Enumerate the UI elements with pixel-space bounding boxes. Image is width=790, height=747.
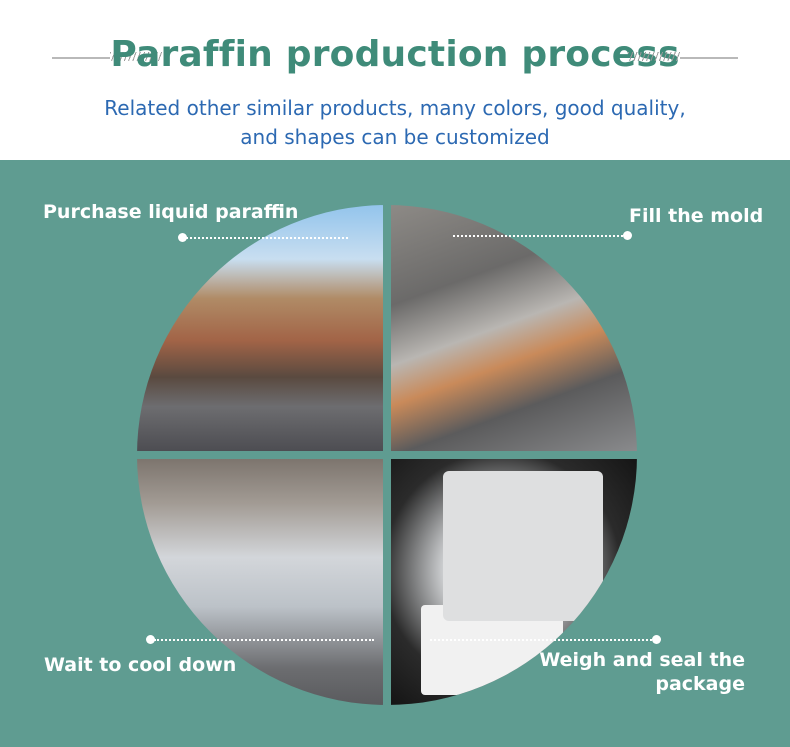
page-subtitle: Related other similar products, many col… bbox=[0, 94, 790, 152]
step-marker-dot bbox=[178, 233, 187, 242]
left-rule-line bbox=[52, 57, 110, 59]
step-label-weigh-seal-line-1: Weigh and seal the bbox=[539, 649, 745, 671]
left-rule-hatch bbox=[110, 52, 162, 61]
paraffin-block bbox=[443, 471, 603, 621]
page-title: Paraffin production process bbox=[110, 34, 680, 75]
step-label-weigh-seal: Weigh and seal the package bbox=[520, 648, 745, 696]
step-connector-line bbox=[154, 639, 374, 641]
filling-machine-photo bbox=[391, 205, 637, 451]
subtitle-line-2: and shapes can be customized bbox=[240, 125, 550, 149]
step-label-weigh-seal-line-2: package bbox=[655, 673, 745, 695]
step-label-cool-down: Wait to cool down bbox=[44, 654, 237, 676]
process-photo-circle bbox=[137, 205, 637, 705]
subtitle-line-1: Related other similar products, many col… bbox=[104, 96, 686, 120]
right-rule-line bbox=[680, 57, 738, 59]
paraffin-block-on-scale-photo bbox=[391, 459, 637, 705]
step-marker-dot bbox=[652, 635, 661, 644]
step-marker-dot bbox=[146, 635, 155, 644]
step-connector-line bbox=[186, 237, 348, 239]
step-connector-line bbox=[453, 235, 623, 237]
cooling-racks-photo bbox=[137, 459, 383, 705]
right-rule-hatch bbox=[628, 52, 680, 61]
truck-loaded-with-sacks-photo bbox=[137, 205, 383, 451]
step-label-purchase: Purchase liquid paraffin bbox=[43, 201, 299, 223]
step-label-fill-mold: Fill the mold bbox=[629, 205, 764, 227]
header-section: Paraffin production process Related othe… bbox=[0, 0, 790, 160]
step-marker-dot bbox=[623, 231, 632, 240]
step-connector-line bbox=[430, 639, 652, 641]
